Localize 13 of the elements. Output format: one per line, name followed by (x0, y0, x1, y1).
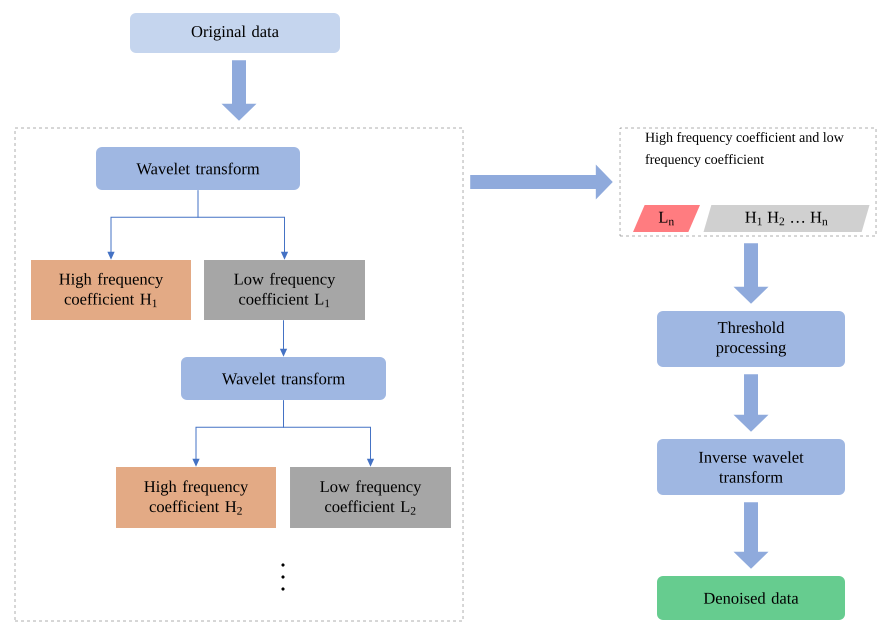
coefficient-band: H$_{1}$ H$_{2}$ … H$_{n}$ (704, 205, 870, 232)
end-box: Denoised data (657, 576, 845, 620)
dashed-frame (14, 128, 464, 622)
coefficient-box: High frequency coefficient H$_{1}$ (31, 260, 191, 320)
process-box: Inverse wavelet transform (657, 439, 845, 495)
process-box: Threshold processing (657, 311, 845, 367)
process-box: Wavelet transform (96, 147, 300, 190)
coefficient-box: High frequency coefficient H$_{2}$ (116, 467, 276, 528)
start-box: Original data (130, 13, 340, 53)
process-box: Wavelet transform (181, 357, 386, 400)
coefficient-band: L$_{n}$ (633, 205, 700, 232)
coefficient-box: Low frequency coefficient L$_{1}$ (204, 260, 365, 320)
coefficient-box: Low frequency coefficient L$_{2}$ (290, 467, 451, 528)
